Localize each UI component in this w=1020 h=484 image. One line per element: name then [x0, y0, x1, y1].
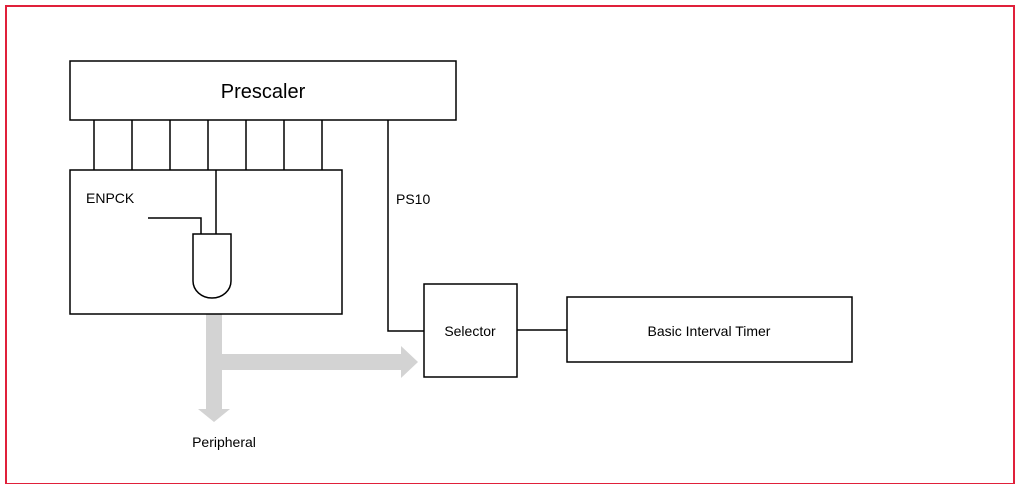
prescaler-block: Prescaler [69, 60, 457, 121]
gating-block: ENPCK [69, 169, 343, 315]
ps10-label: PS10 [396, 191, 430, 207]
peripheral-arrow-group [198, 314, 418, 422]
and-gate-symbol [192, 233, 232, 299]
prescaler-tap-lines [93, 120, 323, 170]
enpck-label: ENPCK [86, 190, 135, 206]
timer-box [566, 296, 853, 363]
selector-box [423, 283, 518, 378]
prescaler-box [69, 60, 457, 121]
arrow-head-down [198, 409, 230, 422]
outer-border [5, 5, 1015, 484]
timer-label: Basic Interval Timer [648, 323, 771, 339]
enpck-signal-line [148, 217, 202, 234]
ps10-signal-line [387, 120, 424, 332]
selector-block: Selector [423, 283, 518, 378]
peripheral-label: Peripheral [192, 434, 256, 450]
prescaler-label: Prescaler [221, 81, 306, 103]
selector-label: Selector [444, 323, 496, 339]
arrow-branch [206, 354, 402, 370]
arrow-head-right [401, 346, 418, 378]
timer-block: Basic Interval Timer [566, 296, 853, 363]
